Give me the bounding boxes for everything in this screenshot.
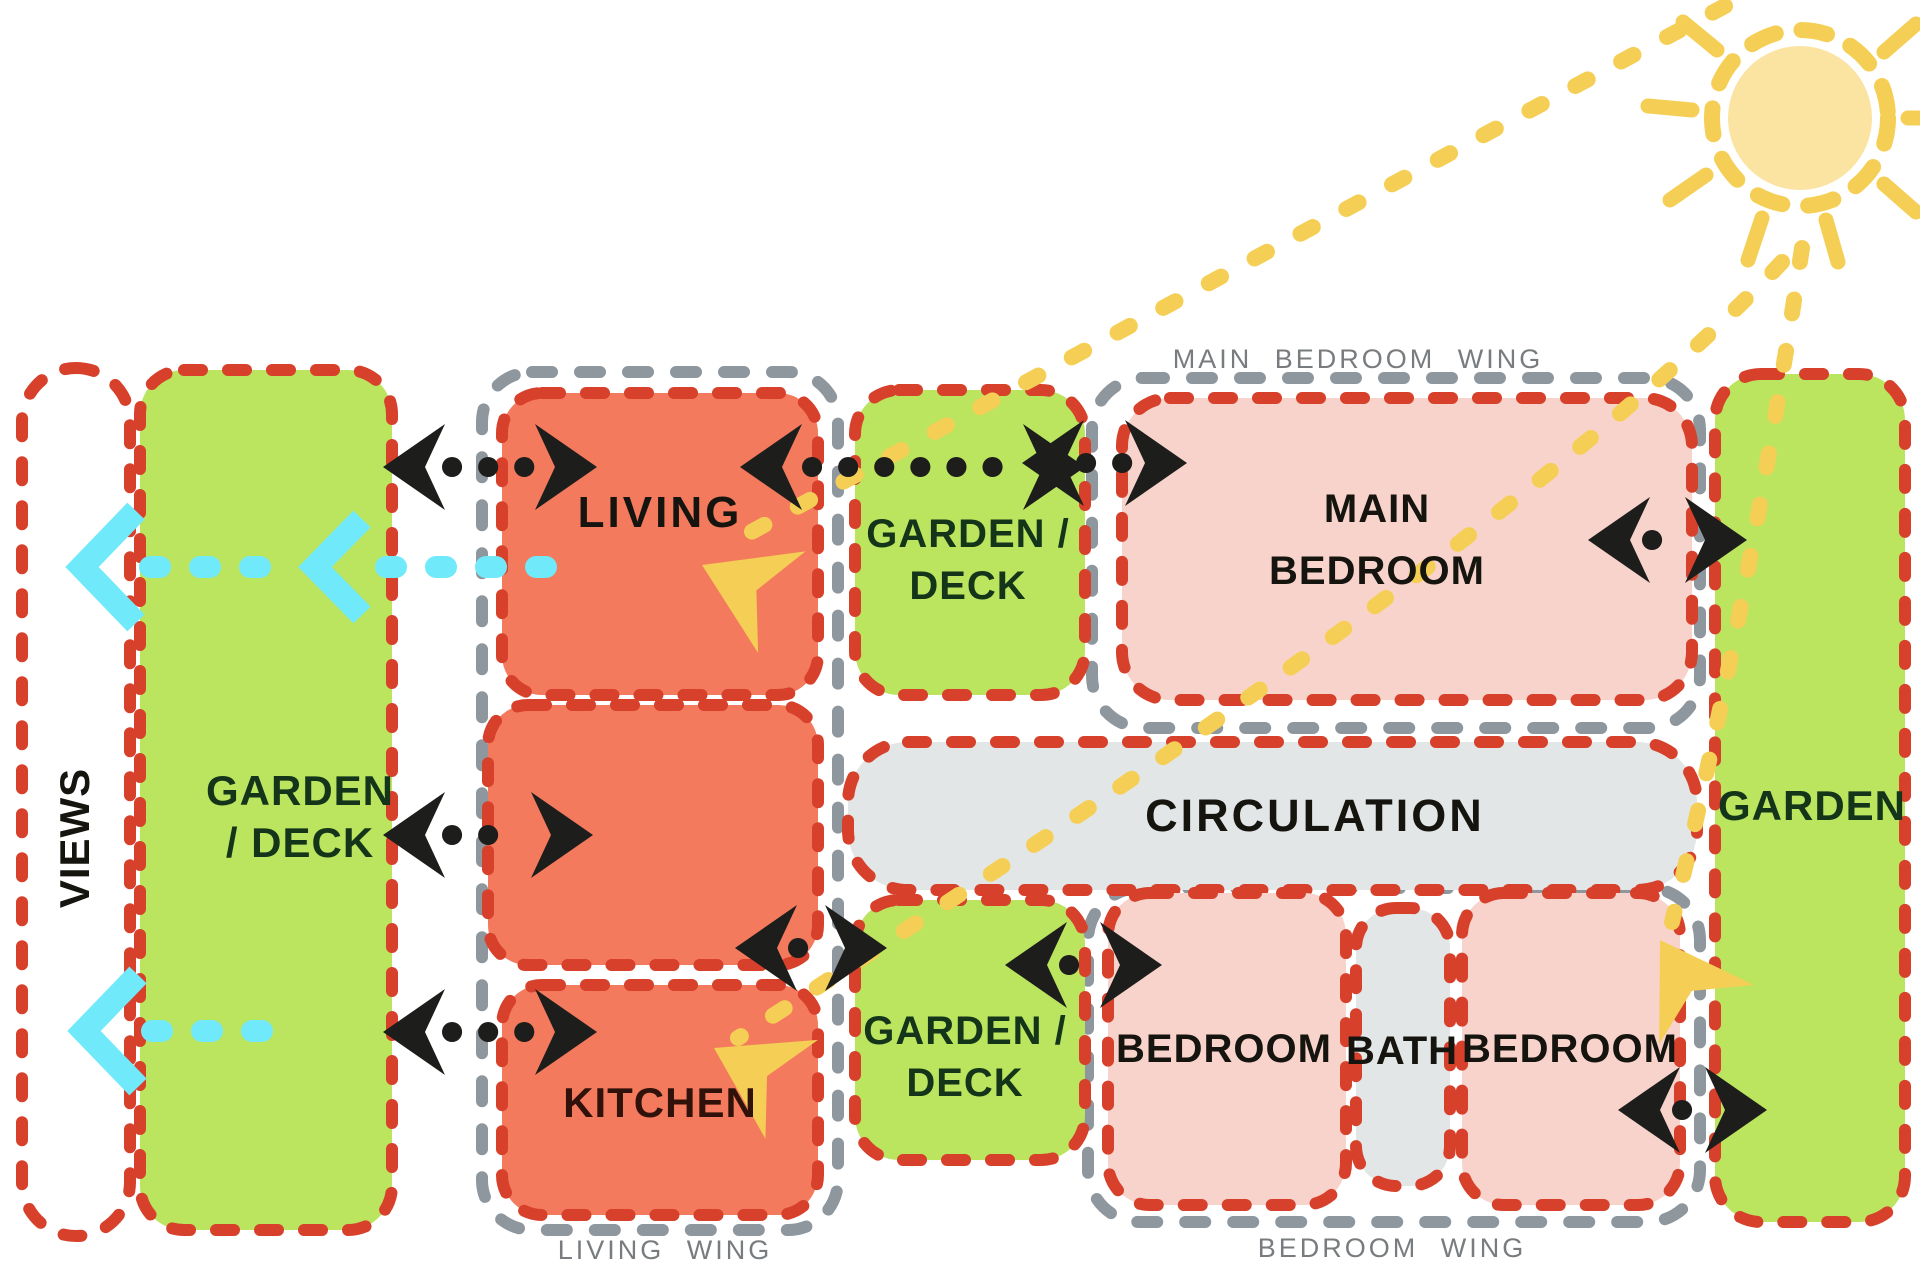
living-wing-outline — [476, 366, 844, 1236]
adjacency-arrow-gardenleft-living — [383, 424, 597, 510]
arrow-dart-icon — [531, 792, 593, 878]
sun-ray-arrowhead-icon — [1659, 940, 1755, 1045]
arrow-dart-icon — [1100, 922, 1162, 1008]
sun-ray-dashes — [714, 0, 1733, 556]
sun-body — [1728, 46, 1872, 190]
sun-ray-icon — [1662, 167, 1714, 208]
garden-right-label: GARDEN — [1718, 782, 1906, 829]
garden-deck-left-label-line2: / DECK — [226, 819, 374, 866]
sun-ray-icon — [1876, 176, 1920, 220]
adjacency-arrow-gardenbottom-bedroomleft — [1005, 922, 1162, 1008]
adjacency-arrow-middle-gardenbottom — [735, 905, 887, 991]
arrow-dart-icon — [383, 424, 445, 510]
arrow-dart-icon — [1125, 420, 1187, 506]
sun-ray-icon — [1640, 98, 1700, 118]
room-middle — [482, 699, 824, 971]
views-arrow-bottom — [67, 966, 307, 1096]
arrow-dart-icon — [1705, 1067, 1767, 1153]
views-arrow-top — [65, 502, 567, 632]
adjacency-arrow-gardenleft-kitchen — [383, 989, 597, 1075]
arrow-dart-icon — [1685, 497, 1747, 583]
arrow-dart-icon — [383, 989, 445, 1075]
sun-ray-icon — [1818, 212, 1846, 270]
arrow-dart-icon — [1618, 1067, 1680, 1153]
garden-deck-top-label-line1: GARDEN / — [866, 512, 1070, 556]
garden-deck-bottom-label-line2: DECK — [906, 1061, 1023, 1105]
room-bath — [1350, 902, 1456, 1192]
bath-label: BATH — [1346, 1029, 1458, 1073]
adjacency-arrow-bedroomright-gardenright — [1618, 1067, 1767, 1153]
views-label: VIEWS — [51, 768, 98, 908]
garden-deck-top-label-line2: DECK — [909, 564, 1026, 608]
sun-ray-icon — [1876, 16, 1920, 60]
sun-short-rays — [1640, 14, 1920, 270]
bedroom-right-label: BEDROOM — [1462, 1027, 1678, 1071]
room-bedroom-left — [1102, 887, 1352, 1211]
sun-ray-dashes — [1664, 240, 1810, 930]
adjacency-arrow-gardentop-mainbedroom — [1022, 420, 1187, 506]
views-arrowhead-icon — [65, 502, 145, 632]
arrow-dart-icon — [535, 424, 597, 510]
adjacency-arrow-gardenleft-middle — [383, 792, 593, 878]
sun-ray-to-kitchen — [714, 254, 1790, 1139]
arrow-dart-icon — [1588, 497, 1650, 583]
bedroom-wing-label: BEDROOM WING — [1258, 1233, 1527, 1263]
sun-ray-dashes — [730, 254, 1790, 1046]
arrow-dart-icon — [383, 792, 445, 878]
sun-ray-icon — [1675, 14, 1725, 58]
arrow-dart-icon — [825, 905, 887, 991]
room-garden-right — [1709, 368, 1911, 1228]
sun-ray-arrowhead-icon — [702, 551, 806, 653]
adjacency-arrow-mainbedroom-gardenright — [1588, 497, 1747, 583]
sun-ray-to-living — [702, 0, 1733, 653]
garden-deck-bottom-label-line1: GARDEN / — [863, 1009, 1067, 1053]
sun-ray-arrowhead-icon — [714, 1039, 818, 1139]
sun-ray-icon — [1740, 210, 1770, 268]
main-bedroom-wing-label: MAIN BEDROOM WING — [1173, 344, 1544, 374]
arrow-dart-icon — [735, 905, 797, 991]
sun-dashed-ring — [1704, 22, 1896, 214]
circulation-label: CIRCULATION — [1145, 790, 1485, 841]
views-arrowhead-icon — [67, 966, 147, 1096]
main-bedroom-label-line2: BEDROOM — [1269, 549, 1485, 593]
arrow-dart-icon — [1022, 420, 1084, 506]
kitchen-label: KITCHEN — [563, 1079, 757, 1126]
bedroom-left-label: BEDROOM — [1116, 1027, 1332, 1071]
sun-icon — [1640, 14, 1920, 270]
sun-ray-to-bedroom — [1659, 240, 1810, 1045]
arrow-dart-icon — [535, 989, 597, 1075]
arrow-dart-icon — [740, 424, 802, 510]
living-wing-label: LIVING WING — [558, 1235, 773, 1265]
room-bedroom-right — [1456, 887, 1686, 1211]
arrow-dart-icon — [1005, 922, 1067, 1008]
living-label: LIVING — [578, 488, 743, 537]
garden-deck-left-label-line1: GARDEN — [206, 767, 394, 814]
views-arrowhead-icon — [298, 510, 371, 624]
main-bedroom-label-line1: MAIN — [1324, 487, 1430, 531]
main-bedroom-wing-outline — [1086, 372, 1706, 734]
